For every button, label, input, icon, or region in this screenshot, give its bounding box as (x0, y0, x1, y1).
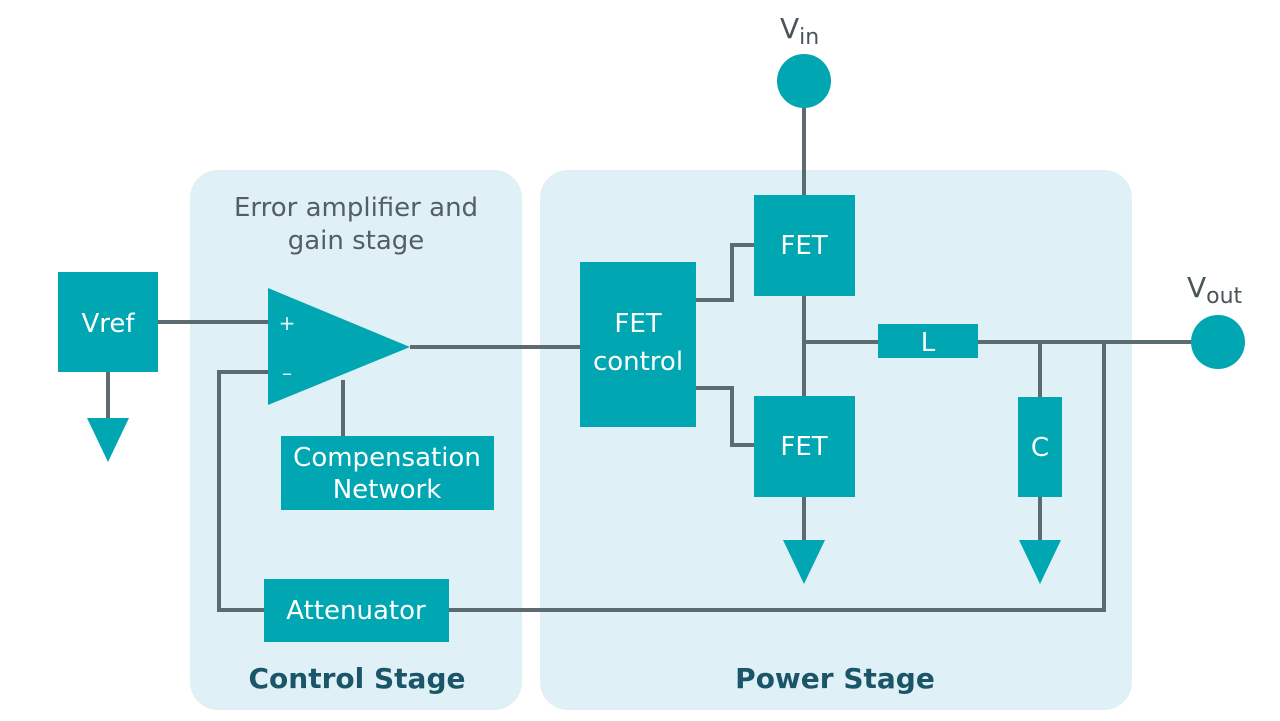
ground-icon-fet (783, 540, 825, 584)
ground-icon-capacitor (1019, 540, 1061, 584)
vin-terminal: Vin (777, 12, 831, 108)
vout-label: Vout (1187, 271, 1243, 309)
compensation-label-line1: Compensation (293, 443, 481, 473)
fet-control-label-line1: FET (614, 309, 661, 339)
low-side-fet-label: FET (780, 432, 827, 462)
attenuator-label: Attenuator (286, 596, 426, 626)
vin-label: Vin (780, 12, 819, 50)
vref-block: Vref (58, 272, 158, 372)
attenuator-block: Attenuator (264, 579, 449, 642)
power-stage-title: Power Stage (735, 662, 935, 695)
capacitor-label: C (1031, 433, 1049, 463)
ground-icon-vref (87, 418, 129, 462)
inductor-label: L (921, 328, 936, 358)
inductor-block: L (878, 324, 978, 358)
high-side-fet-label: FET (780, 231, 827, 261)
compensation-label-line2: Network (333, 475, 442, 505)
control-stage-caption-line1: Error amplifier and (234, 193, 478, 223)
compensation-network-block: Compensation Network (281, 436, 494, 510)
control-stage-title: Control Stage (249, 662, 466, 695)
vout-terminal: Vout (1187, 271, 1245, 369)
control-stage-caption-line2: gain stage (288, 226, 425, 256)
capacitor-block: C (1018, 397, 1062, 497)
fet-control-block: FET control (580, 262, 696, 427)
plus-input-label: + (279, 311, 296, 335)
high-side-fet-block: FET (754, 195, 855, 296)
vref-label: Vref (81, 309, 135, 339)
wires (106, 105, 1195, 612)
error-amplifier: + – (268, 288, 410, 405)
fet-control-label-line2: control (593, 347, 683, 377)
low-side-fet-block: FET (754, 396, 855, 497)
minus-input-label: – (282, 361, 292, 385)
